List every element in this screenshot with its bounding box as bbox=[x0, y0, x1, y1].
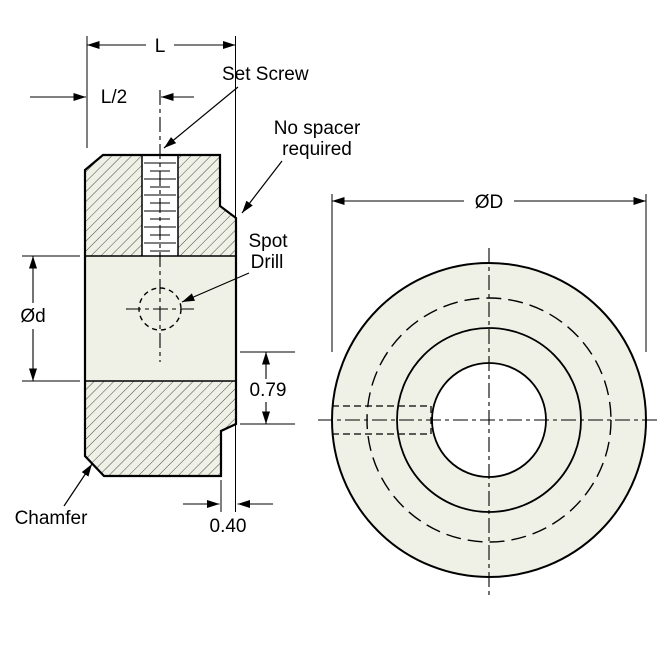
no-spacer-label-line2: required bbox=[282, 139, 352, 160]
dim-bore-mask bbox=[14, 303, 52, 329]
dim-outer-diameter-mask bbox=[464, 190, 514, 213]
upper-hatch-left bbox=[85, 155, 142, 256]
dim-length-mask bbox=[146, 33, 174, 56]
chamfer-leader bbox=[63, 463, 93, 507]
side-view-dimensions: L L/2 Set Screw No spacer required Spot … bbox=[14, 33, 361, 537]
dim-relief-height-mask bbox=[243, 379, 293, 402]
dim-relief-depth-text: 0.40 bbox=[210, 516, 247, 537]
set-screw-label: Set Screw bbox=[222, 64, 309, 85]
dim-bore-text: Ød bbox=[20, 306, 45, 327]
dim-half-length-text: L/2 bbox=[101, 87, 127, 108]
upper-hatch-right bbox=[178, 155, 236, 256]
lower-hatch bbox=[85, 381, 236, 476]
side-view bbox=[83, 90, 238, 478]
spot-drill-circle bbox=[138, 287, 182, 331]
dim-relief-height-text: 0.79 bbox=[250, 380, 287, 401]
set-screw-leader bbox=[163, 86, 239, 149]
no-spacer-label-line1: No spacer bbox=[274, 118, 361, 139]
dim-length-text: L bbox=[155, 36, 166, 57]
chamfer-label: Chamfer bbox=[15, 508, 89, 529]
collar-outline bbox=[83, 153, 238, 478]
spot-drill-leader bbox=[181, 272, 250, 303]
dim-outer-diameter-text: ØD bbox=[475, 192, 504, 213]
front-view-dimensions: ØD bbox=[331, 190, 647, 352]
spot-drill-label-line2: Drill bbox=[251, 252, 284, 273]
spot-drill-label-line1: Spot bbox=[248, 231, 288, 252]
no-spacer-leader bbox=[241, 160, 283, 214]
front-view bbox=[318, 248, 661, 597]
